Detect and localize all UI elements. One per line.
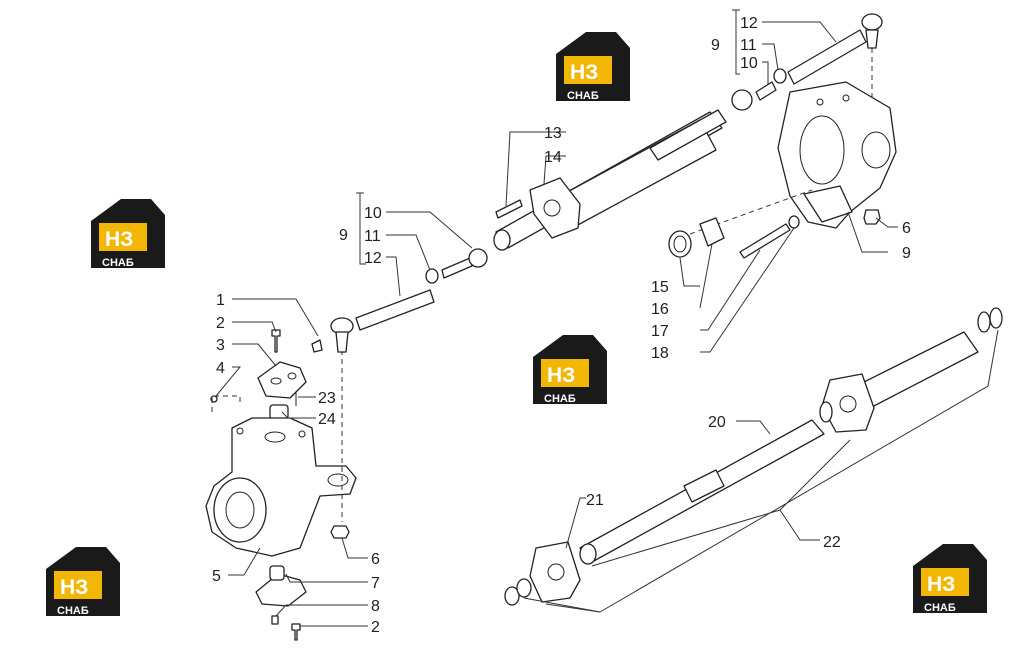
- callout-2-lower: 2: [371, 619, 380, 636]
- callout-12-left: 12: [364, 250, 382, 267]
- lower-shaft: [504, 307, 1003, 606]
- callout-24: 24: [318, 411, 336, 428]
- callout-5: 5: [212, 568, 221, 585]
- callout-10-left: 10: [364, 205, 382, 222]
- callout-4: 4: [216, 360, 225, 377]
- callout-18: 18: [651, 345, 669, 362]
- svg-text:НЗ: НЗ: [547, 364, 575, 387]
- svg-text:НЗ: НЗ: [927, 573, 955, 596]
- svg-text:НЗ: НЗ: [570, 61, 598, 84]
- svg-text:НЗ: НЗ: [105, 228, 133, 251]
- callout-11-right: 11: [740, 37, 757, 54]
- callout-2: 2: [216, 315, 225, 332]
- group-brackets: [359, 9, 740, 265]
- logo-left: НЗ СНАБ: [91, 199, 165, 269]
- svg-text:СНАБ: СНАБ: [567, 90, 599, 102]
- callout-15: 15: [651, 279, 669, 296]
- callout-labels: 1 2 3 4 5 6 7 8 2 23 24 9 10 11 12 13 14…: [212, 15, 911, 636]
- tie-rod-right: [731, 13, 883, 112]
- tie-rod-left: [311, 248, 488, 353]
- callout-17: 17: [651, 323, 669, 340]
- callout-23: 23: [318, 390, 336, 407]
- callout-21: 21: [586, 492, 604, 509]
- callout-6: 6: [371, 551, 380, 568]
- right-knuckle: [668, 81, 897, 259]
- svg-text:НЗ: НЗ: [60, 576, 88, 599]
- callout-9-left: 9: [339, 227, 348, 244]
- callout-20: 20: [708, 414, 726, 431]
- callout-6-right: 6: [902, 220, 911, 237]
- callout-22: 22: [823, 534, 841, 551]
- callout-8: 8: [371, 598, 380, 615]
- logo-center: НЗ СНАБ: [533, 335, 607, 405]
- callout-3: 3: [216, 337, 225, 354]
- callout-7: 7: [371, 575, 380, 592]
- logo-top: НЗ СНАБ: [556, 32, 630, 102]
- callout-14: 14: [544, 149, 562, 166]
- callout-9-right: 9: [711, 37, 720, 54]
- left-knuckle-assembly: [205, 329, 357, 641]
- logo-bottom-left: НЗ СНАБ: [46, 547, 120, 617]
- callout-16: 16: [651, 301, 669, 318]
- callout-12-right: 12: [740, 15, 758, 32]
- callout-13: 13: [544, 125, 562, 142]
- callout-10-right: 10: [740, 55, 758, 72]
- svg-text:СНАБ: СНАБ: [544, 393, 576, 405]
- leader-lines: [215, 9, 999, 627]
- callout-1: 1: [216, 292, 225, 309]
- svg-text:СНАБ: СНАБ: [924, 602, 956, 614]
- upper-cylinder: [493, 109, 727, 251]
- callout-11-left: 11: [364, 228, 381, 245]
- svg-text:СНАБ: СНАБ: [102, 257, 134, 269]
- callout-9-knuckle: 9: [902, 245, 911, 262]
- svg-text:СНАБ: СНАБ: [57, 605, 89, 617]
- logo-bottom-right: НЗ СНАБ: [913, 544, 987, 614]
